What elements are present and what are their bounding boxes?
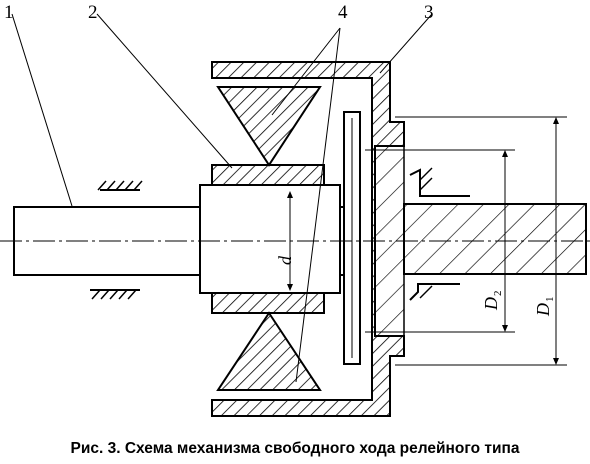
label-part-2: 2	[88, 2, 98, 23]
housing	[211, 61, 405, 417]
figure-caption: Рис. 3. Схема механизма свободного хода …	[70, 440, 520, 457]
dim-D1-sub: 1	[544, 297, 556, 303]
dim-D1-main: D	[533, 303, 553, 317]
hub-bottom	[211, 292, 325, 314]
label-part-3: 3	[424, 2, 434, 23]
upper-support	[97, 180, 143, 191]
hub-body	[199, 184, 341, 294]
label-part-1: 1	[4, 2, 14, 23]
dim-D2-main: D	[481, 297, 501, 311]
label-part-4: 4	[338, 2, 348, 23]
dim-D2: D 2	[481, 291, 504, 312]
wedge-bottom	[216, 311, 322, 391]
wedge-top	[216, 86, 322, 167]
lower-support	[90, 289, 140, 300]
right-upper-support	[409, 167, 470, 197]
dim-D1: D 1	[533, 297, 556, 318]
dim-d: d	[275, 255, 295, 265]
right-lower-support	[409, 283, 460, 301]
output-shaft	[403, 203, 587, 275]
hub-top	[211, 164, 325, 186]
dim-D2-sub: 2	[492, 291, 504, 297]
mechanism-diagram: 1 2 4 3 d D 2 D 1	[0, 2, 590, 417]
